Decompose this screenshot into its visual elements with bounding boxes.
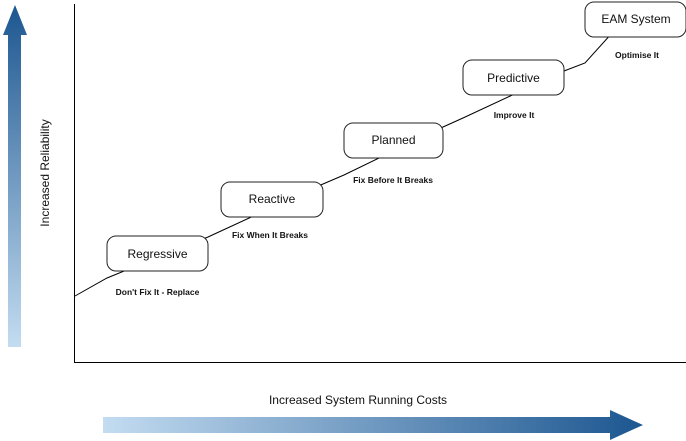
stage-label: Planned (371, 133, 415, 147)
x-axis-label: Increased System Running Costs (269, 393, 447, 407)
y-axis-label: Increased Reliability (38, 119, 52, 226)
stage-box (584, 1, 686, 38)
stage-reactive: Reactive Fix When It Breaks (220, 181, 324, 240)
stage-caption: Improve It (494, 110, 535, 120)
stage-caption: Fix When It Breaks (232, 230, 308, 240)
reliability-arrow (3, 5, 27, 347)
stage-box (462, 59, 565, 96)
stage-box (343, 122, 444, 159)
stage-caption: Optimise It (615, 50, 659, 60)
stage-eam-system: EAM System Optimise It (584, 1, 686, 60)
stage-label: Predictive (487, 71, 540, 85)
stage-planned: Planned Fix Before It Breaks (343, 122, 444, 185)
stage-predictive: Predictive Improve It (462, 59, 565, 120)
stage-box (220, 181, 324, 218)
stage-regressive: Regressive Don't Fix It - Replace (106, 235, 209, 297)
stage-box (106, 235, 209, 272)
stage-label: Reactive (249, 192, 296, 206)
stage-label: EAM System (601, 12, 670, 26)
stage-caption: Don't Fix It - Replace (116, 287, 200, 297)
stage-label: Regressive (127, 247, 187, 261)
running-costs-arrow (103, 410, 643, 440)
stage-caption: Fix Before It Breaks (353, 175, 433, 185)
